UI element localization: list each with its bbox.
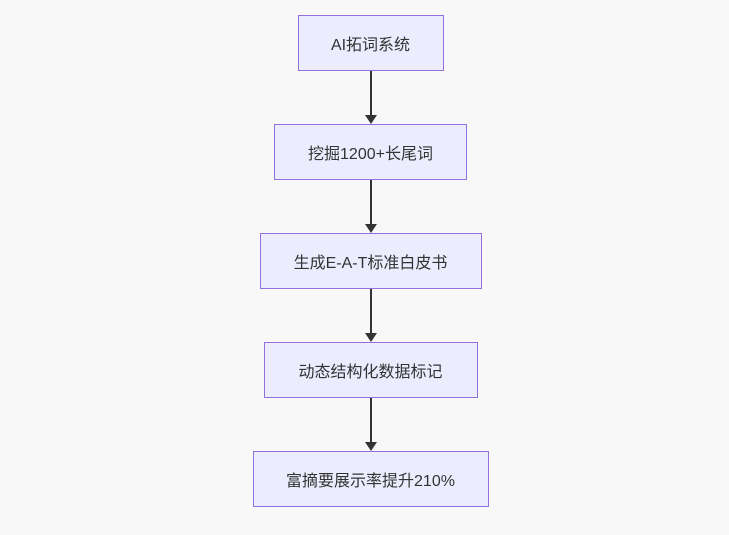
arrow-line xyxy=(369,289,372,334)
flow-edge-step3-step4 xyxy=(364,289,378,342)
arrowhead-down-icon xyxy=(364,333,377,342)
arrowhead-down-icon xyxy=(364,224,377,233)
flow-node-label: 动态结构化数据标记 xyxy=(298,364,443,381)
flow-node-mine-longtail-keywords: 挖掘1200+长尾词 xyxy=(274,124,467,180)
arrow-line xyxy=(369,71,372,116)
flow-edge-step1-step2 xyxy=(364,71,378,124)
arrow-line xyxy=(369,398,372,443)
flow-edge-step4-step5 xyxy=(364,398,378,451)
flow-node-label: 生成E-A-T标准白皮书 xyxy=(293,255,448,272)
flow-node-generate-eat-whitepaper: 生成E-A-T标准白皮书 xyxy=(259,233,482,289)
flow-node-dynamic-structured-data-markup: 动态结构化数据标记 xyxy=(263,342,478,398)
flow-node-label: 富摘要展示率提升210% xyxy=(286,473,455,490)
flow-node-ai-word-expansion-system: AI拓词系统 xyxy=(297,15,444,71)
arrowhead-down-icon xyxy=(364,115,377,124)
flow-node-label: AI拓词系统 xyxy=(330,37,411,54)
flow-node-rich-snippet-rate-increase: 富摘要展示率提升210% xyxy=(252,451,489,507)
flowchart: AI拓词系统 挖掘1200+长尾词 生成E-A-T标准白皮书 动态结构化数据标记 xyxy=(252,15,489,507)
flow-node-label: 挖掘1200+长尾词 xyxy=(308,146,433,163)
arrowhead-down-icon xyxy=(364,442,377,451)
arrow-line xyxy=(369,180,372,225)
flow-edge-step2-step3 xyxy=(364,180,378,233)
